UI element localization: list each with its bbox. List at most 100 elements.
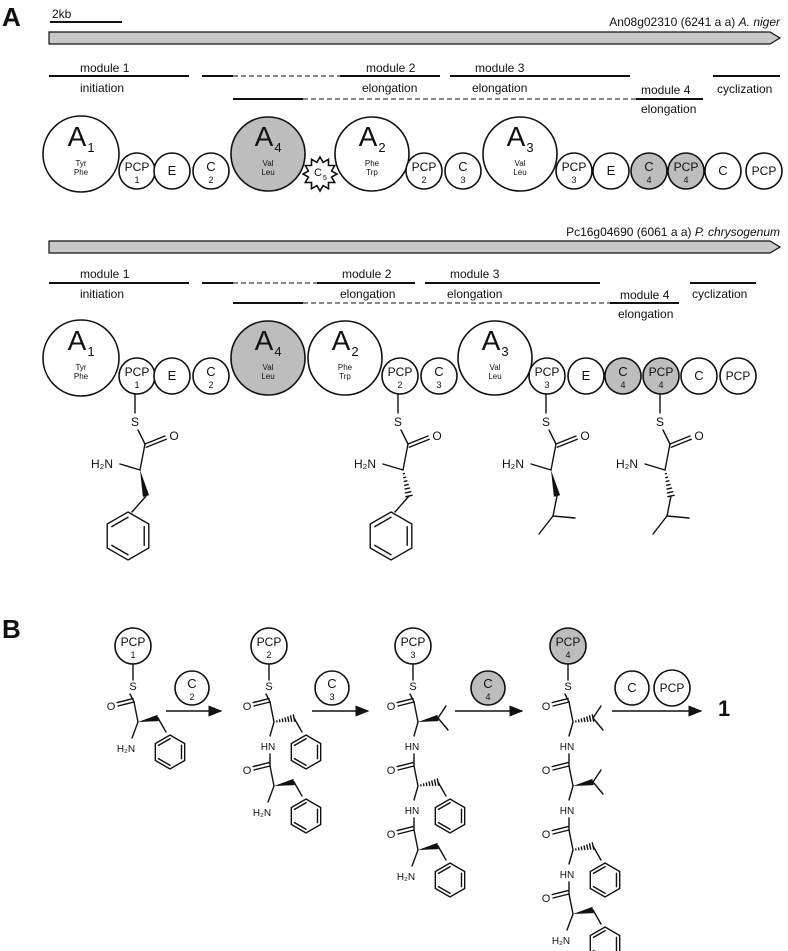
- bond: [269, 701, 275, 723]
- domain-circle: [704, 152, 742, 190]
- oxygen-atom: O: [694, 429, 703, 443]
- hash-bond: [580, 718, 583, 723]
- amide-nh-label: HN: [405, 806, 419, 817]
- bond: [402, 443, 409, 471]
- domain-label: PCP: [257, 635, 282, 649]
- hash-bond: [404, 487, 411, 490]
- domain-letter: A: [68, 325, 87, 356]
- domain-circle: [680, 357, 718, 395]
- double-bond: [397, 701, 415, 707]
- bond: [592, 781, 604, 795]
- hash-bond: [287, 716, 290, 723]
- domain-index: 3: [460, 175, 465, 185]
- domain-index: 2: [208, 175, 213, 185]
- domain-circle: [567, 357, 605, 395]
- gene-2-domain-11: C4: [604, 357, 642, 395]
- bond: [413, 765, 419, 787]
- domain-circle: [482, 116, 558, 192]
- domain-label: PCP: [562, 160, 587, 174]
- domain-index: 4: [658, 380, 663, 390]
- bond: [568, 829, 574, 851]
- bond: [437, 717, 449, 731]
- ring-double-bond: [437, 885, 451, 894]
- gene-2-domain-13: C: [680, 357, 718, 395]
- double-bond: [552, 829, 570, 835]
- ring-double-bond: [592, 885, 606, 894]
- hash-bond: [428, 781, 431, 787]
- ring-double-bond: [374, 516, 392, 528]
- domain-letter: A: [507, 121, 526, 152]
- double-bond: [397, 829, 415, 835]
- gene-2-domain-14: PCP: [719, 357, 757, 395]
- substrate-1: Val: [263, 363, 274, 372]
- domain-index: 4: [274, 344, 281, 359]
- domain-circle: [653, 669, 691, 707]
- panel-letter-a: A: [2, 2, 21, 32]
- substrate-1: Phe: [338, 363, 353, 372]
- hash-bond: [433, 779, 437, 786]
- hash-bond: [281, 718, 284, 723]
- gene-2-module-3-role: elongation: [447, 287, 502, 301]
- domain-label: PCP: [125, 365, 150, 379]
- domain-label: C: [206, 364, 215, 379]
- oxygen-atom: O: [243, 765, 252, 777]
- double-bond: [117, 701, 135, 707]
- domain-label: E: [168, 163, 177, 178]
- domain-circle: [604, 357, 642, 395]
- oxygen-atom: O: [542, 765, 551, 777]
- bond: [566, 913, 574, 931]
- domain-index: 4: [620, 380, 625, 390]
- benzene-ring: [154, 734, 186, 770]
- domain-label: C: [187, 676, 196, 691]
- domain-label: C: [434, 364, 443, 379]
- amine-label: H₂N: [253, 808, 271, 819]
- star-shape: [301, 155, 339, 193]
- oxygen-atom: O: [387, 829, 396, 841]
- ring-double-bond: [437, 821, 451, 830]
- bond: [568, 721, 574, 737]
- bond: [293, 717, 303, 733]
- domain-circle: [614, 670, 650, 706]
- bond: [552, 495, 558, 517]
- domain-circle: [153, 357, 191, 395]
- gene-1-module-3: module 3: [475, 61, 525, 75]
- domain-circle: [381, 357, 419, 395]
- hash-bond: [586, 716, 589, 723]
- bond: [592, 717, 604, 731]
- double-bond: [252, 697, 270, 704]
- bond: [652, 515, 668, 535]
- domain-index: 3: [436, 380, 441, 390]
- domain-letter: A: [359, 121, 378, 152]
- bond: [568, 849, 574, 865]
- amine-label: H₂N: [552, 936, 570, 947]
- substrate-2: Phe: [74, 168, 89, 177]
- sulfur-atom: S: [129, 681, 136, 693]
- double-bond: [396, 825, 414, 832]
- hash-bond: [666, 490, 674, 494]
- double-bond: [253, 701, 271, 707]
- ring-double-bond: [111, 544, 129, 556]
- bond: [592, 705, 602, 719]
- substrate-1: Val: [515, 159, 526, 168]
- sulfur-atom: S: [656, 415, 664, 429]
- double-bond: [252, 761, 270, 768]
- hash-bond: [431, 780, 434, 787]
- gene-2-module-2-role: elongation: [340, 287, 395, 301]
- hash-bond: [425, 782, 428, 787]
- oxygen-atom: O: [542, 893, 551, 905]
- substrate-2: Leu: [261, 168, 274, 177]
- oxygen-atom: O: [387, 701, 396, 713]
- substrate-2: Trp: [339, 372, 351, 381]
- domain-letter: C: [314, 167, 322, 179]
